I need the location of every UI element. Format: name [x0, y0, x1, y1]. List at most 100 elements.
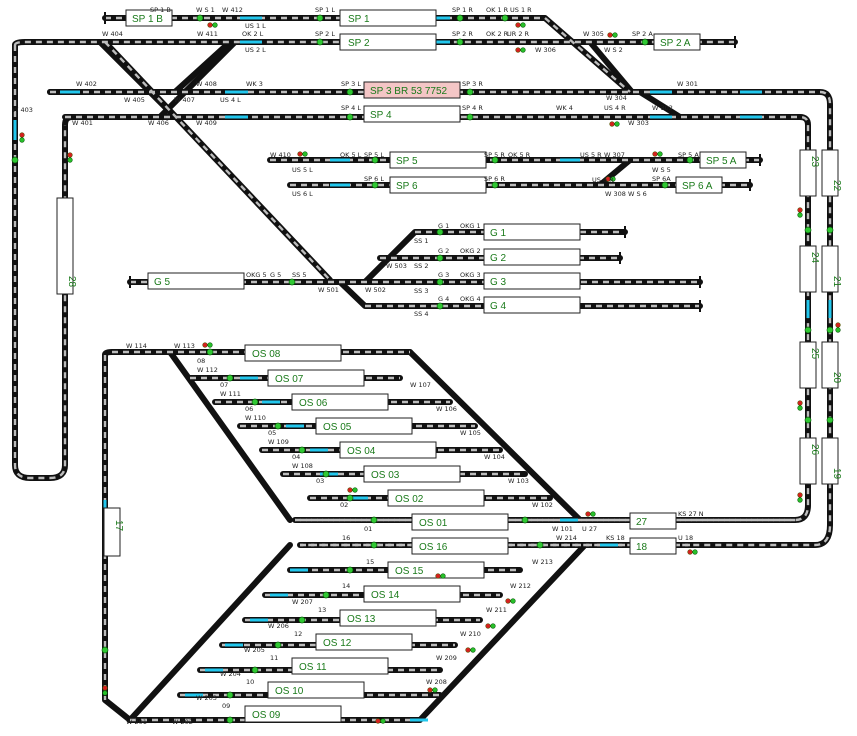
- signal-dot[interactable]: [804, 326, 812, 334]
- block-sp5[interactable]: SP 5: [389, 151, 487, 169]
- signal-dot[interactable]: [804, 226, 812, 234]
- signal-dot[interactable]: [196, 14, 204, 22]
- signal-dot[interactable]: [456, 38, 464, 46]
- signal-head[interactable]: [202, 342, 213, 348]
- block-22[interactable]: 22: [821, 149, 842, 197]
- signal-dot[interactable]: [316, 14, 324, 22]
- block-sp3[interactable]: SP 3 BR 53 7752: [363, 81, 461, 99]
- signal-head[interactable]: [207, 22, 218, 28]
- signal-dot[interactable]: [226, 716, 234, 724]
- block-os04[interactable]: OS 04: [339, 441, 437, 459]
- block-g1[interactable]: G 1: [483, 223, 581, 241]
- block-os07[interactable]: OS 07: [267, 369, 365, 387]
- block-os06[interactable]: OS 06: [291, 393, 389, 411]
- block-os15[interactable]: OS 15: [387, 561, 485, 579]
- signal-dot[interactable]: [436, 254, 444, 262]
- block-sp1[interactable]: SP 1: [339, 9, 437, 27]
- signal-head[interactable]: [465, 647, 476, 653]
- signal-head[interactable]: [609, 121, 620, 127]
- signal-dot[interactable]: [826, 326, 834, 334]
- signal-dot[interactable]: [536, 541, 544, 549]
- signal-dot[interactable]: [521, 516, 529, 524]
- signal-head[interactable]: [102, 685, 108, 696]
- block-os12[interactable]: OS 12: [315, 633, 413, 651]
- signal-dot[interactable]: [346, 113, 354, 121]
- signal-dot[interactable]: [274, 641, 282, 649]
- block-25[interactable]: 25: [799, 341, 820, 389]
- block-os08[interactable]: OS 08: [244, 344, 342, 362]
- signal-dot[interactable]: [466, 113, 474, 121]
- block-sp2[interactable]: SP 2: [339, 33, 437, 51]
- signal-head[interactable]: [435, 573, 446, 579]
- signal-head[interactable]: [375, 718, 386, 724]
- signal-dot[interactable]: [11, 156, 19, 164]
- signal-dot[interactable]: [456, 14, 464, 22]
- signal-head[interactable]: [19, 132, 25, 143]
- block-sp1b[interactable]: SP 1 B: [125, 9, 173, 27]
- signal-dot[interactable]: [491, 181, 499, 189]
- signal-dot[interactable]: [491, 156, 499, 164]
- signal-head[interactable]: [797, 400, 803, 411]
- signal-dot[interactable]: [370, 541, 378, 549]
- signal-dot[interactable]: [371, 156, 379, 164]
- signal-head[interactable]: [797, 207, 803, 218]
- signal-dot[interactable]: [322, 591, 330, 599]
- block-23[interactable]: 23: [799, 149, 820, 197]
- block-18[interactable]: 18: [629, 537, 677, 555]
- signal-head[interactable]: [835, 322, 841, 333]
- block-g3[interactable]: G 3: [483, 272, 581, 290]
- block-g4[interactable]: G 4: [483, 296, 581, 314]
- signal-dot[interactable]: [436, 278, 444, 286]
- signal-head[interactable]: [687, 549, 698, 555]
- signal-dot[interactable]: [371, 181, 379, 189]
- signal-head[interactable]: [505, 598, 516, 604]
- block-os03[interactable]: OS 03: [363, 465, 461, 483]
- signal-head[interactable]: [427, 687, 438, 693]
- signal-dot[interactable]: [346, 566, 354, 574]
- signal-dot[interactable]: [466, 88, 474, 96]
- signal-head[interactable]: [797, 492, 803, 503]
- signal-head[interactable]: [515, 47, 526, 53]
- signal-head[interactable]: [297, 151, 308, 157]
- block-19[interactable]: 19: [821, 437, 842, 485]
- signal-dot[interactable]: [298, 616, 306, 624]
- signal-head[interactable]: [515, 22, 526, 28]
- block-os11[interactable]: OS 11: [291, 657, 389, 675]
- signal-dot[interactable]: [686, 156, 694, 164]
- signal-dot[interactable]: [346, 494, 354, 502]
- signal-dot[interactable]: [206, 348, 214, 356]
- block-sp6a[interactable]: SP 6 A: [675, 176, 723, 194]
- block-os14[interactable]: OS 14: [363, 585, 461, 603]
- signal-head[interactable]: [585, 511, 596, 517]
- signal-head[interactable]: [607, 32, 618, 38]
- signal-dot[interactable]: [641, 38, 649, 46]
- block-20[interactable]: 20: [821, 341, 842, 389]
- signal-dot[interactable]: [226, 691, 234, 699]
- signal-head[interactable]: [485, 623, 496, 629]
- signal-head[interactable]: [652, 151, 663, 157]
- signal-dot[interactable]: [226, 374, 234, 382]
- signal-dot[interactable]: [436, 302, 444, 310]
- block-sp6[interactable]: SP 6: [389, 176, 487, 194]
- signal-dot[interactable]: [251, 666, 259, 674]
- block-os02[interactable]: OS 02: [387, 489, 485, 507]
- block-os01[interactable]: OS 01: [411, 513, 509, 531]
- signal-dot[interactable]: [251, 398, 259, 406]
- block-26[interactable]: 26: [799, 437, 820, 485]
- signal-dot[interactable]: [101, 646, 109, 654]
- signal-head[interactable]: [605, 176, 616, 182]
- signal-dot[interactable]: [501, 14, 509, 22]
- block-17[interactable]: 17: [103, 507, 124, 557]
- block-24[interactable]: 24: [799, 245, 820, 293]
- block-27[interactable]: 27: [629, 512, 677, 530]
- block-sp4[interactable]: SP 4: [363, 105, 461, 123]
- block-sp5a[interactable]: SP 5 A: [699, 151, 747, 169]
- signal-dot[interactable]: [661, 181, 669, 189]
- signal-dot[interactable]: [322, 470, 330, 478]
- block-sp2a[interactable]: SP 2 A: [653, 33, 701, 51]
- signal-dot[interactable]: [274, 422, 282, 430]
- block-os09[interactable]: OS 09: [244, 705, 342, 723]
- signal-dot[interactable]: [826, 226, 834, 234]
- signal-dot[interactable]: [370, 516, 378, 524]
- signal-dot[interactable]: [288, 278, 296, 286]
